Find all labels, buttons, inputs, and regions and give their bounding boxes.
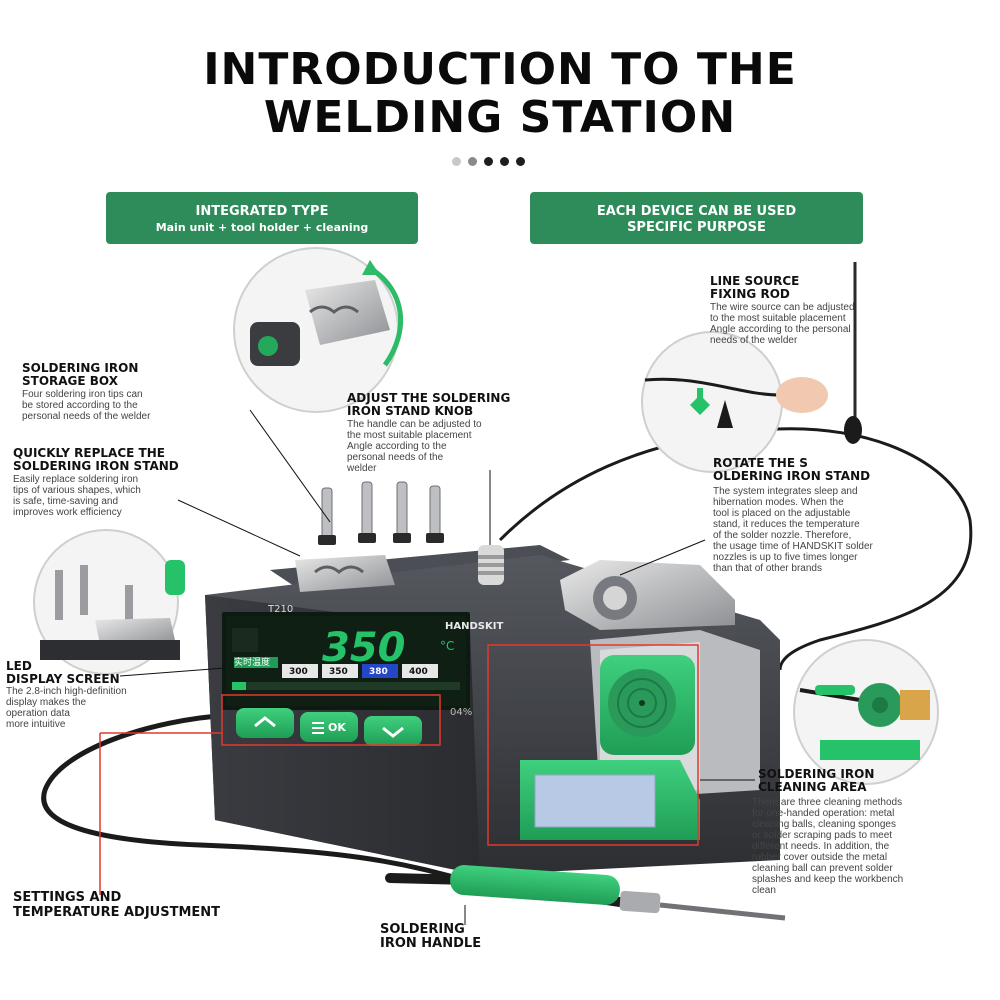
carousel-dot[interactable]: [516, 157, 525, 166]
preset-300[interactable]: 300: [289, 667, 308, 677]
preset-350[interactable]: 350: [329, 667, 348, 677]
carousel-dot[interactable]: [500, 157, 509, 166]
cleaning-area-title: SOLDERING IRON CLEANING AREA: [758, 767, 875, 794]
storage-box-title: SOLDERING IRON STORAGE BOX: [22, 361, 139, 388]
percent-readout: 04%: [450, 707, 473, 718]
stand-knob-title: ADJUST THE SOLDERING IRON STAND KNOB: [347, 391, 511, 418]
page-title-line-2: WELDING STATION: [263, 92, 737, 143]
screen-mode-label: 实时温度: [234, 658, 271, 668]
specific-purpose-badge: EACH DEVICE CAN BE USED SPECIFIC PURPOSE: [530, 192, 863, 244]
led-display-title: LED DISPLAY SCREEN: [6, 659, 120, 686]
carousel-dot[interactable]: [452, 157, 461, 166]
preset-380[interactable]: 380: [369, 667, 388, 677]
badge-subtitle: Main unit + tool holder + cleaning: [155, 221, 369, 234]
led-display-description: The 2.8-inch high-definition display mak…: [6, 686, 127, 730]
badge-title: INTEGRATED TYPE: [195, 204, 329, 219]
rotate-stand-description: The system integrates sleep and hibernat…: [713, 486, 873, 574]
integrated-type-badge: INTEGRATED TYPE Main unit + tool holder …: [106, 192, 418, 244]
cleaning-area-description: There are three cleaning methods for one…: [752, 797, 904, 896]
page-title-line-1: INTRODUCTION TO THE: [203, 44, 797, 95]
stand-knob-description: The handle can be adjusted to the most s…: [347, 419, 482, 474]
temperature-unit: °C: [440, 639, 455, 653]
quick-replace-description: Easily replace soldering iron tips of va…: [13, 474, 141, 518]
settings-title: SETTINGS AND TEMPERATURE ADJUSTMENT: [13, 890, 221, 920]
badge-title-line-2: SPECIFIC PURPOSE: [627, 220, 766, 235]
preset-400[interactable]: 400: [409, 667, 428, 677]
carousel-dot[interactable]: [468, 157, 477, 166]
model-label: T210: [268, 604, 294, 615]
ok-button-label[interactable]: OK: [328, 721, 346, 734]
temperature-readout: 350: [322, 625, 406, 671]
rotate-stand-title: ROTATE THE S OLDERING IRON STAND: [713, 456, 871, 483]
brand-logo: HANDSKIT: [445, 621, 504, 632]
line-source-title: LINE SOURCE FIXING ROD: [710, 274, 800, 301]
carousel-dot[interactable]: [484, 157, 493, 166]
line-source-description: The wire source can be adjusted to the m…: [710, 302, 855, 346]
quick-replace-title: QUICKLY REPLACE THE SOLDERING IRON STAND: [13, 446, 179, 473]
carousel-dots: [452, 157, 525, 166]
badge-title-line-1: EACH DEVICE CAN BE USED: [596, 204, 797, 219]
storage-box-description: Four soldering iron tips can be stored a…: [22, 389, 151, 422]
handle-title: SOLDERING IRON HANDLE: [380, 922, 482, 951]
